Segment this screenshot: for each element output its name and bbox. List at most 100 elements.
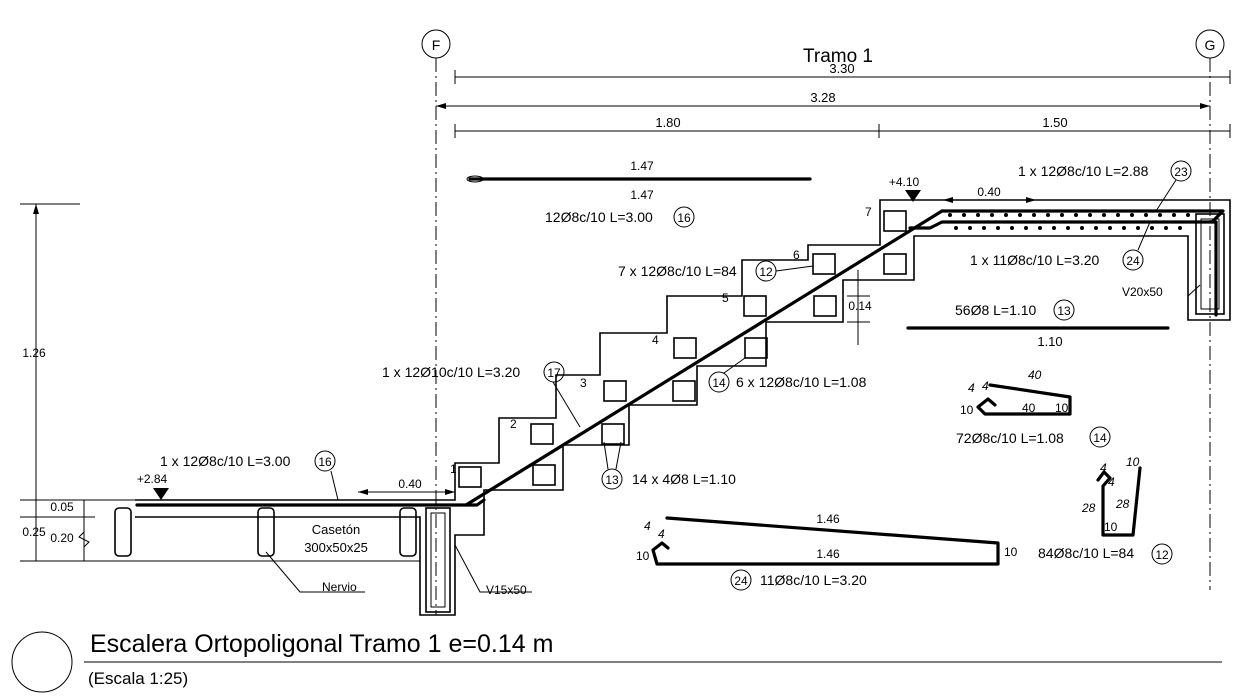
- grid-label-f: F: [432, 37, 441, 53]
- callout-17: 1 x 12Ø10c/10 L=3.20 17: [382, 361, 581, 428]
- bar-dot: [1010, 226, 1014, 230]
- bar-dot: [1144, 213, 1148, 217]
- bar-dot: [1172, 213, 1176, 217]
- grid-axis-g: G: [1195, 29, 1225, 590]
- bar-dot: [1066, 226, 1070, 230]
- bar14-label: 72Ø8c/10 L=1.08: [956, 430, 1064, 446]
- step-numbers: 1 2 3 4 5 6 7: [450, 205, 872, 476]
- bar13-label: 56Ø8 L=1.10: [955, 302, 1037, 318]
- bar12-label: 84Ø8c/10 L=84: [1038, 545, 1134, 561]
- callout-text-12: 7 x 12Ø8c/10 L=84: [618, 263, 737, 279]
- bar-detail-14: 40 40 4 4 10 10 72Ø8c/10 L=1.08 14: [956, 368, 1111, 448]
- grid-axis-f: F: [421, 29, 451, 615]
- main-bars: [135, 209, 1225, 507]
- bar-dot: [1130, 213, 1134, 217]
- bar-dot: [948, 213, 952, 217]
- dim-second: 1.50: [1042, 115, 1067, 130]
- level-marker-top: +4.10: [889, 175, 921, 202]
- bar-dot: [1046, 213, 1050, 217]
- dim-first: 1.80: [655, 115, 680, 130]
- bar14-mid: 40: [1022, 401, 1036, 415]
- bar-detail-24: 1.46 1.46 4 4 10 10 24 11Ø8c/10 L=3.20: [636, 512, 1018, 591]
- bar-dot: [954, 226, 958, 230]
- bar-dot: [1074, 213, 1078, 217]
- top-bar-dots: [948, 213, 1190, 230]
- stair-outline: [135, 199, 1231, 616]
- drawing-scale: (Escala 1:25): [88, 669, 188, 688]
- dim-slab-top: 0.05: [50, 500, 74, 514]
- callout-24: 1 x 11Ø8c/10 L=3.20 24: [970, 221, 1151, 271]
- dim-height-total: 1.26: [22, 346, 46, 360]
- bar-dot: [1038, 226, 1042, 230]
- bar-dot: [1136, 226, 1140, 230]
- dim-total-outer: 3.30: [829, 61, 854, 76]
- label-caseton: Casetón: [312, 522, 360, 537]
- bar-dot: [1024, 226, 1028, 230]
- mark-13: 13: [605, 473, 619, 487]
- bar-dot: [1088, 213, 1092, 217]
- mark-17: 17: [547, 366, 561, 380]
- anchor-dim-top: 0.40: [943, 185, 1036, 203]
- callout-23: 1 x 12Ø8c/10 L=2.88 23: [1018, 160, 1192, 212]
- dim-slab-lower: 0.20: [50, 531, 74, 545]
- bar-detail-13: 56Ø8 L=1.10 13 1.10: [906, 299, 1170, 349]
- beam-v15x50: [425, 507, 451, 613]
- bar-dot: [1032, 213, 1036, 217]
- level-top: +4.10: [889, 175, 920, 189]
- bar-dot: [1060, 213, 1064, 217]
- bar24-label: 11Ø8c/10 L=3.20: [760, 572, 867, 588]
- bar24-top: 1.46: [816, 512, 840, 526]
- mark-14b: 14: [1093, 431, 1107, 445]
- callout-text-13: 14 x 4Ø8 L=1.10: [632, 471, 736, 487]
- title-block: Escalera Ortopoligonal Tramo 1 e=0.14 m …: [11, 630, 1222, 693]
- bar-dot: [1102, 213, 1106, 217]
- level-marker-bottom: +2.84: [137, 472, 169, 500]
- bar-dot: [1116, 213, 1120, 217]
- mark-12: 12: [759, 265, 773, 279]
- dimension-total-outer: 3.30: [454, 61, 1231, 84]
- callout-16: 1 x 12Ø8c/10 L=3.00 16: [160, 450, 339, 501]
- bar-detail-12: 10 4 4 28 28 10 84Ø8c/10 L=84 12: [1038, 455, 1173, 565]
- step-number-1: 1: [450, 462, 457, 476]
- dim-anchor-bottom: 0.40: [398, 477, 422, 491]
- bar13-len: 1.10: [1037, 334, 1062, 349]
- step-number-2: 2: [510, 417, 517, 431]
- label-beam-right: V20x50: [1122, 285, 1163, 299]
- bar24-end-right: 10: [1004, 545, 1018, 559]
- callout-14: 14 6 x 12Ø8c/10 L=1.08: [708, 357, 867, 393]
- step-stirrups: [458, 210, 907, 488]
- mark-13b: 13: [1057, 304, 1071, 318]
- callout-12: 7 x 12Ø8c/10 L=84 12: [618, 260, 814, 282]
- dim-anchor-top: 0.40: [977, 185, 1001, 199]
- riser-dim: 0.14: [847, 270, 872, 345]
- callout-13: 13 14 x 4Ø8 L=1.10: [601, 441, 736, 490]
- bar16-bottom: 1.47: [630, 188, 654, 202]
- label-beam-left: V15x50: [486, 583, 527, 597]
- bar-dot: [1094, 226, 1098, 230]
- bar-detail-16: 1.47 1.47 12Ø8c/10 L=3.00 16: [466, 159, 812, 228]
- mark-23: 23: [1174, 165, 1188, 179]
- step-number-4: 4: [652, 333, 659, 347]
- dim-slab-total: 0.25: [22, 525, 46, 539]
- bar-dot: [1150, 226, 1154, 230]
- callout-text-23: 1 x 12Ø8c/10 L=2.88: [1018, 163, 1149, 179]
- bar14-end-left: 10: [960, 403, 974, 417]
- callout-text-16: 1 x 12Ø8c/10 L=3.00: [160, 453, 291, 469]
- bar14-hook-b: 4: [982, 379, 989, 393]
- bar-dot: [1108, 226, 1112, 230]
- mark-24b: 24: [734, 574, 748, 588]
- callout-text-14: 6 x 12Ø8c/10 L=1.08: [736, 374, 867, 390]
- bar12-bottom: 10: [1104, 520, 1118, 534]
- section-title: Tramo 1: [803, 46, 873, 67]
- rib-sections: [114, 507, 417, 557]
- dim-total-inner: 3.28: [810, 90, 835, 105]
- dimension-split: 1.80 1.50: [454, 115, 1231, 138]
- bar12-hook-b: 4: [1108, 475, 1115, 489]
- dimension-height: 1.26 0.05 0.25 0.20: [20, 203, 135, 562]
- bar-dot: [962, 213, 966, 217]
- label-caseton-size: 300x50x25: [304, 540, 368, 555]
- step-number-6: 6: [793, 248, 800, 262]
- bar-dot: [1158, 213, 1162, 217]
- bar14-hook-a: 4: [968, 381, 975, 395]
